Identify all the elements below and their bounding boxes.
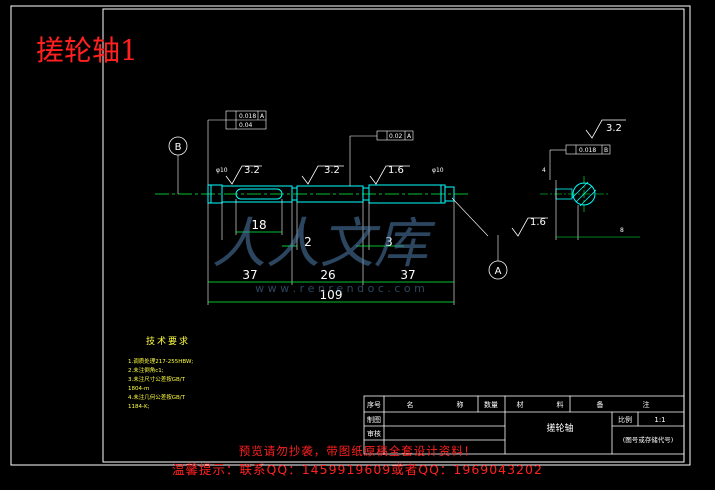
dim-26: 26 <box>320 268 335 282</box>
dim-37-left: 37 <box>242 268 257 282</box>
watermark-logo: 人人文库 <box>212 212 436 275</box>
balloon-a: A <box>495 266 502 277</box>
title-block <box>363 395 685 455</box>
tech-requirements-title: 技术要求 <box>146 337 191 347</box>
tech-item: 4.未注几何公差按GB/T <box>128 395 185 401</box>
dimension-lines <box>208 231 454 303</box>
dia-right: φ10 <box>432 167 444 174</box>
tech-item: 1184-K; <box>128 404 150 410</box>
dim-8: 8 <box>620 227 624 234</box>
tech-requirements-list: 1.调质处理217-255HBW; 2.未注倒角c1; 3.未注尺寸公差按GB/… <box>128 358 238 412</box>
section-view <box>540 176 640 240</box>
tb-part-name: 搓轮轴 <box>546 422 573 434</box>
roughness-2: 3.2 <box>324 165 340 176</box>
tol-3-ref: B <box>604 147 608 154</box>
tb-header-1: 名 <box>407 400 414 409</box>
extension-lines <box>207 199 455 305</box>
balloon-b: B <box>175 142 182 153</box>
tech-item: 2.未注倒角c1; <box>128 368 164 374</box>
tolerance-frame-3 <box>549 144 611 180</box>
tol-1a-ref: A <box>260 113 265 120</box>
roughness-5: 1.6 <box>530 217 546 228</box>
roughness-3: 1.6 <box>388 165 404 176</box>
tb-scale-value: 1:1 <box>654 416 665 424</box>
dim-3: 3 <box>385 235 393 249</box>
outer-frame <box>10 5 691 466</box>
watermark: 人人文库 w w w . r e n r e n d o c . c o m <box>212 212 436 295</box>
roughness-4: 3.2 <box>606 123 622 134</box>
roughness-symbols <box>225 119 626 237</box>
tol-1a-value: 0.018 <box>239 113 256 120</box>
tol-2-ref: A <box>407 133 412 140</box>
roughness-1: 3.2 <box>244 165 260 176</box>
tb-scale-label: 比例 <box>618 415 632 424</box>
tolerance-frame-1 <box>207 110 267 185</box>
tb-header-3: 数量 <box>484 400 498 409</box>
dim-2: 2 <box>304 235 312 249</box>
preview-warning: 预览请勿抄袭，带图纸原稿全套设计资料！ <box>238 444 477 458</box>
tol-2-value: 0.02 <box>389 133 403 140</box>
tech-item: 1804-m <box>128 386 150 392</box>
inner-frame <box>102 8 685 463</box>
dim-18: 18 <box>251 218 266 232</box>
watermark-url: w w w . r e n r e n d o c . c o m <box>255 282 425 295</box>
dia-left: φ10 <box>216 167 228 174</box>
tb-header-6: 备 <box>597 400 604 409</box>
preview-contact: 温馨提示：联系QQ：1459919609或者QQ：1969043202 <box>172 462 543 477</box>
tech-item: 1.调质处理217-255HBW; <box>128 359 194 365</box>
tb-row-1: 审核 <box>367 429 381 438</box>
tb-header-0: 序号 <box>367 400 381 409</box>
datum-a-leader <box>451 197 489 237</box>
tb-header-5: 料 <box>557 400 564 409</box>
tb-row-0: 制图 <box>367 415 381 424</box>
tb-header-7: 注 <box>643 400 650 409</box>
tol-3-value: 0.018 <box>579 147 596 154</box>
shaft-outline <box>207 184 455 204</box>
tb-drawing-code: (图号或存储代号) <box>623 435 674 444</box>
dim-109: 109 <box>320 288 343 302</box>
tolerance-frame-2 <box>349 130 414 186</box>
dim-4: 4 <box>542 167 546 174</box>
dim-37-right: 37 <box>400 268 415 282</box>
tol-1b-value: 0.04 <box>239 122 253 129</box>
tb-header-4: 材 <box>517 400 524 409</box>
tb-header-2: 称 <box>457 400 464 409</box>
tech-item: 3.未注尺寸公差按GB/T <box>128 377 185 383</box>
drawing-title: 搓轮轴1 <box>36 34 138 67</box>
